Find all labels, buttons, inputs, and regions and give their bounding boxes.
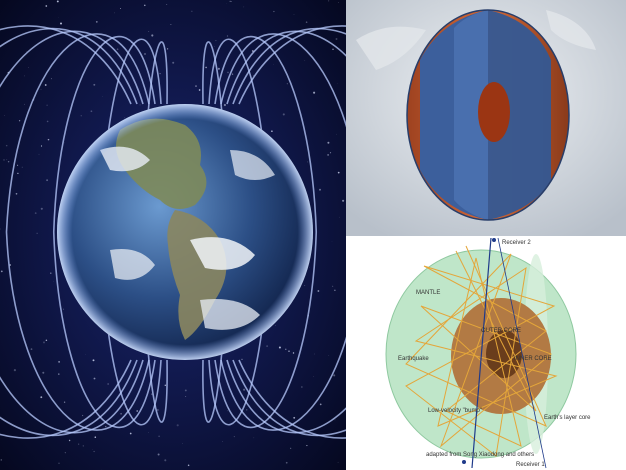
seismic-ray-diagram-image: Receiver 2 MANTLE OUTER CORE INNER CORE …: [346, 236, 626, 470]
earth-magnetic-field-illustration: [0, 0, 346, 470]
receiver-marker-2: [462, 460, 466, 464]
label-top-receiver: Receiver 2: [502, 240, 531, 246]
label-receiver: Receiver 1: [516, 462, 545, 468]
receiver-marker: [492, 238, 496, 242]
label-slow-anomaly: Low-velocity "bump": [428, 408, 482, 414]
label-earthquake: Earthquake: [398, 356, 429, 362]
label-inner-core: INNER CORE: [514, 356, 552, 362]
earth-interior-cutaway-image: [346, 0, 626, 236]
label-outer-core: OUTER CORE: [481, 328, 521, 334]
inner-core: [478, 82, 510, 142]
label-mantle: MANTLE: [416, 290, 440, 296]
label-path: Earth's layer core: [544, 415, 591, 421]
earth-cutaway-illustration: [346, 0, 626, 236]
earth-cutaway-sphere: [407, 10, 569, 220]
label-caption: adapted from Song Xiaodong and others: [426, 452, 534, 458]
earth-globe: [57, 104, 313, 360]
earth-magnetic-field-image: [0, 0, 346, 470]
seismic-ray-diagram: Receiver 2 MANTLE OUTER CORE INNER CORE …: [346, 236, 626, 470]
